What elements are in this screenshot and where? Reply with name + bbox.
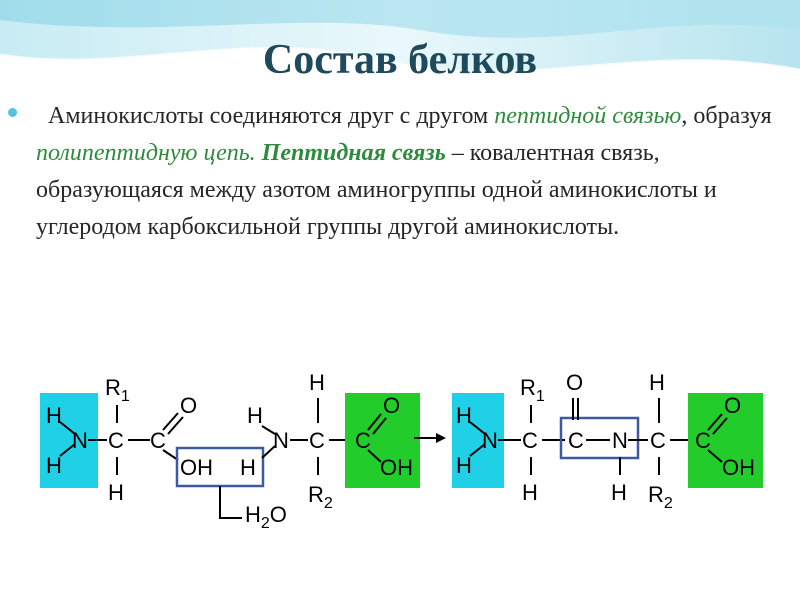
atom-oh-2: OH (380, 455, 413, 480)
r2-dip-label: R2 (648, 482, 673, 512)
atom-c-alpha-dip-1: C (522, 428, 538, 453)
atom-c-alpha-1: C (108, 428, 124, 453)
atom-c-carboxyl-1: C (150, 428, 166, 453)
atom-h-left-bottom: H (46, 453, 62, 478)
atom-h-alpha-dip-2-top: H (649, 370, 665, 395)
atom-c-alpha-dip-2: C (650, 428, 666, 453)
atom-c-carboxyl-2: C (355, 428, 371, 453)
r2-label: R2 (308, 482, 333, 512)
atom-n-left: N (72, 428, 88, 453)
atom-o-peptide: O (566, 370, 583, 395)
atom-h-alpha-1: H (108, 480, 124, 505)
atom-o-1: O (180, 393, 197, 418)
slide-title: Состав белков (262, 37, 538, 83)
atom-n-2: N (273, 428, 289, 453)
r1-dip-label: R1 (520, 375, 545, 405)
definition-paragraph: Аминокислоты соединяются друг с другом п… (36, 98, 786, 246)
atom-c-carboxyl-dip: C (695, 428, 711, 453)
paragraph-text-3: – ковалентная связь, образующаяся между … (36, 140, 717, 240)
atom-h-alpha-2-top: H (309, 370, 325, 395)
wave-background (0, 0, 800, 120)
amino-group-box-right (452, 393, 504, 488)
carboxyl-group-box-right (688, 393, 763, 488)
term-peptide-bond-bold: Пептидная связь (261, 140, 446, 166)
term-polypeptide-chain: полипептидную цепь. (36, 140, 256, 166)
atom-n-peptide: N (612, 428, 628, 453)
atom-o-dip: O (724, 393, 741, 418)
atom-c-alpha-2: C (309, 428, 325, 453)
atom-h-dip-bottom: H (456, 453, 472, 478)
reaction-arrow-head (436, 433, 446, 443)
atom-h-alpha-dip-1: H (522, 480, 538, 505)
water-label: H2O (245, 502, 287, 532)
atom-h-dip-top: H (456, 403, 472, 428)
atom-h-peptide: H (611, 480, 627, 505)
paragraph-text-1: Аминокислоты соединяются друг с другом (48, 103, 495, 129)
peptide-bond-box (559, 416, 640, 460)
atom-h-from-amino-2: H (240, 455, 256, 480)
atom-n-dip-1: N (482, 428, 498, 453)
atom-h-left-top: H (46, 403, 62, 428)
atom-c-peptide: C (568, 428, 584, 453)
atom-oh-dip: OH (722, 455, 755, 480)
peptide-bond-scheme: H H N C R1 H C O OH H H2O H N C H R2 C O… (40, 370, 763, 532)
atom-h-amino-2-top: H (247, 403, 263, 428)
r1-label: R1 (105, 375, 130, 405)
bullet-icon (8, 108, 17, 117)
carboxyl-group-box-left (345, 393, 420, 488)
atom-oh-1: OH (180, 455, 213, 480)
atom-o-2: O (383, 393, 400, 418)
paragraph-text-2: , образуя (681, 103, 772, 129)
term-peptide-bond: пептидной связью (494, 103, 682, 129)
